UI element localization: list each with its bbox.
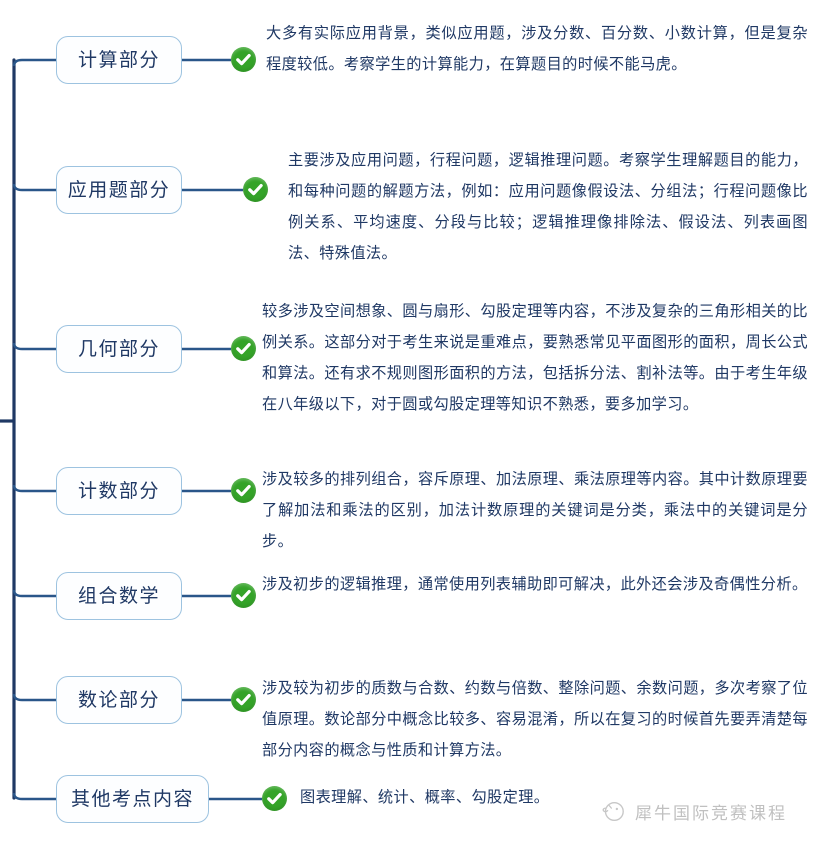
- node-number-theory[interactable]: 数论部分: [56, 676, 182, 724]
- node-label-word-problems: 应用题部分: [67, 179, 171, 201]
- check-circle-icon-counting: [231, 478, 256, 503]
- watermark: 犀牛国际竞赛课程: [600, 798, 787, 825]
- node-combinatorics[interactable]: 组合数学: [56, 572, 182, 620]
- node-label-geometry: 几何部分: [77, 338, 160, 360]
- check-circle-icon-calculation: [231, 47, 256, 72]
- check-circle-icon-geometry: [231, 336, 256, 361]
- node-label-combinatorics: 组合数学: [77, 585, 160, 607]
- node-counting[interactable]: 计数部分: [56, 467, 182, 515]
- node-label-counting: 计数部分: [77, 480, 160, 502]
- description-combinatorics: 涉及初步的逻辑推理，通常使用列表辅助即可解决，此外还会涉及奇偶性分析。: [262, 576, 808, 593]
- node-word-problems[interactable]: 应用题部分: [56, 166, 182, 214]
- description-counting: 涉及较多的排列组合，容斥原理、加法原理、乘法原理等内容。其中计数原理要了解加法和…: [262, 471, 808, 550]
- description-other-topics: 图表理解、统计、概率、勾股定理。: [300, 789, 550, 806]
- description-geometry: 较多涉及空间想象、圆与扇形、勾股定理等内容，不涉及复杂的三角形相关的比例关系。这…: [262, 303, 808, 413]
- node-label-other-topics: 其他考点内容: [70, 788, 194, 810]
- check-circle-icon-word-problems: [243, 177, 268, 202]
- node-other-topics[interactable]: 其他考点内容: [56, 775, 209, 823]
- description-word-problems: 主要涉及应用问题，行程问题，逻辑推理问题。考察学生理解题目的能力，和每种问题的解…: [288, 152, 808, 262]
- node-label-calculation: 计算部分: [77, 49, 160, 71]
- rhino-logo-icon: [602, 801, 624, 822]
- check-circle-icon-other-topics: [262, 786, 287, 811]
- description-number-theory: 涉及较为初步的质数与合数、约数与倍数、整除问题、余数问题，多次考察了位值原理。数…: [262, 680, 808, 759]
- description-calculation: 大多有实际应用背景，类似应用题，涉及分数、百分数、小数计算，但是复杂程度较低。考…: [266, 25, 808, 73]
- node-geometry[interactable]: 几何部分: [56, 325, 182, 373]
- node-label-number-theory: 数论部分: [77, 689, 160, 711]
- check-circle-icon-combinatorics: [231, 583, 256, 608]
- check-circle-icon-number-theory: [231, 687, 256, 712]
- node-calculation[interactable]: 计算部分: [56, 36, 182, 84]
- watermark-text: 犀牛国际竞赛课程: [635, 804, 787, 824]
